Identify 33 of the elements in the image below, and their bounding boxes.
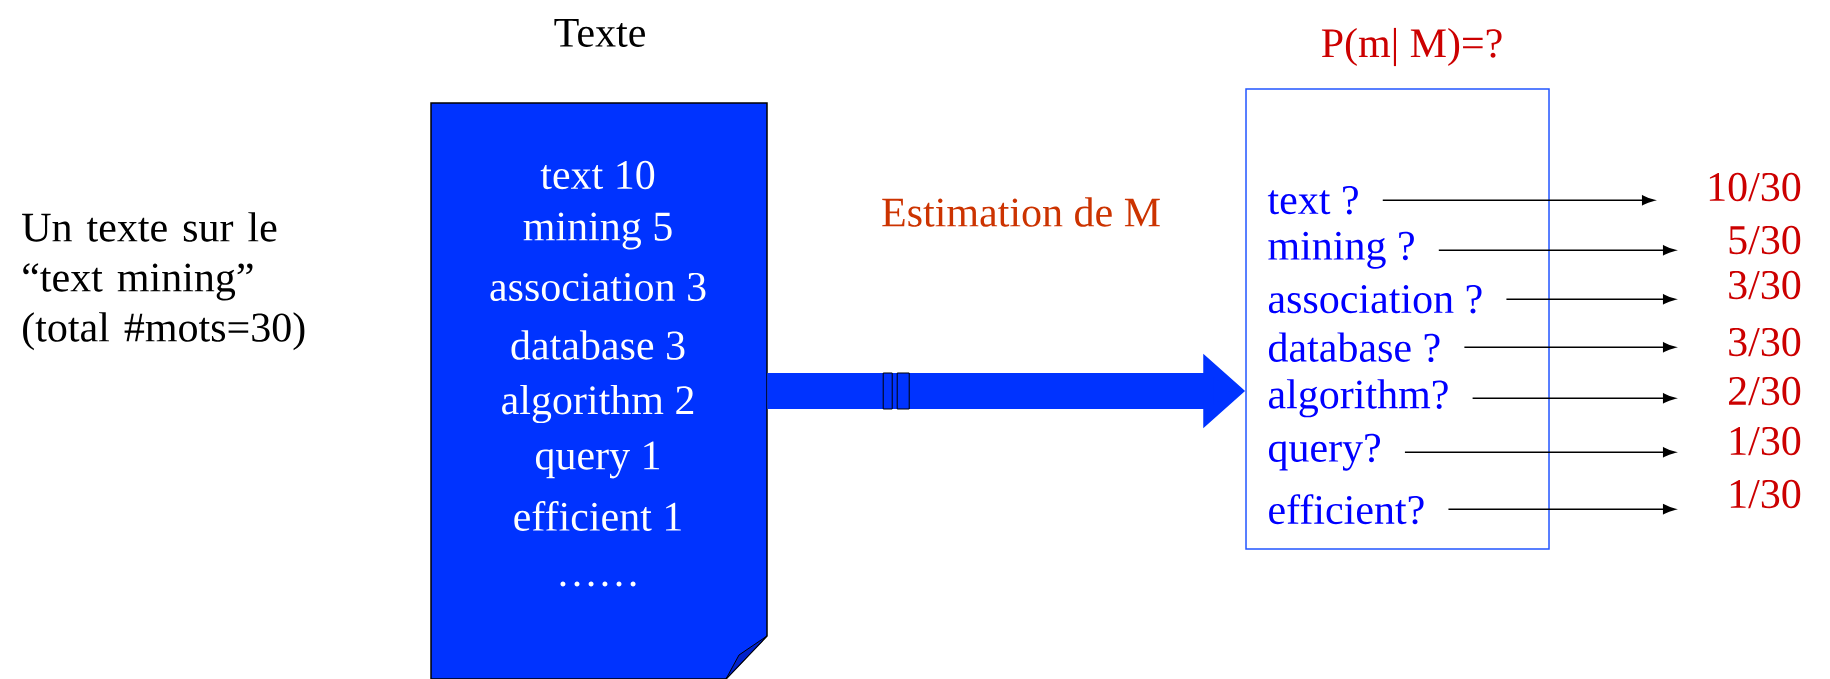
heading: P(m| M)=?: [1321, 27, 1502, 67]
node-label: algorithm 2: [502, 384, 694, 424]
arrow: [1463, 342, 1676, 353]
node-label: association 3: [490, 272, 706, 302]
word-label: text ?: [1267, 186, 1358, 215]
word-label: efficient?: [1269, 494, 1424, 525]
word-label: mining ?: [1268, 231, 1414, 269]
probability-value: 2/30: [1729, 376, 1801, 406]
word-label: algorithm?: [1268, 379, 1448, 418]
arrow: [1505, 294, 1676, 305]
probability-value: 10/30: [1709, 172, 1801, 202]
node-label: database 3: [511, 330, 685, 360]
node-label: efficient 1: [514, 501, 681, 531]
arrow: [1471, 393, 1676, 404]
description-text: Un texte sur le “text mining” (total #mots=30): [22, 212, 305, 351]
arrow: [1447, 504, 1676, 515]
probability-value: 5/30: [1729, 225, 1801, 255]
edge-label: Estimation de M: [879, 195, 1163, 229]
arrow: [1382, 195, 1655, 206]
word-label: association ?: [1268, 285, 1482, 314]
probability-value: 3/30: [1729, 270, 1801, 300]
node-label: ……: [560, 581, 636, 587]
probability-value: 1/30: [1730, 479, 1801, 509]
word-label: query?: [1269, 433, 1380, 471]
word-label: database ?: [1269, 332, 1440, 363]
probability-value: 1/30: [1730, 426, 1801, 456]
heading: Texte: [554, 19, 645, 47]
node-label: mining 5: [523, 212, 672, 250]
arrow: [1438, 245, 1676, 256]
probability-value: 3/30: [1729, 327, 1801, 357]
node-label: query 1: [535, 441, 660, 479]
arrow: [1404, 447, 1676, 458]
node-label: text 10: [540, 160, 655, 190]
